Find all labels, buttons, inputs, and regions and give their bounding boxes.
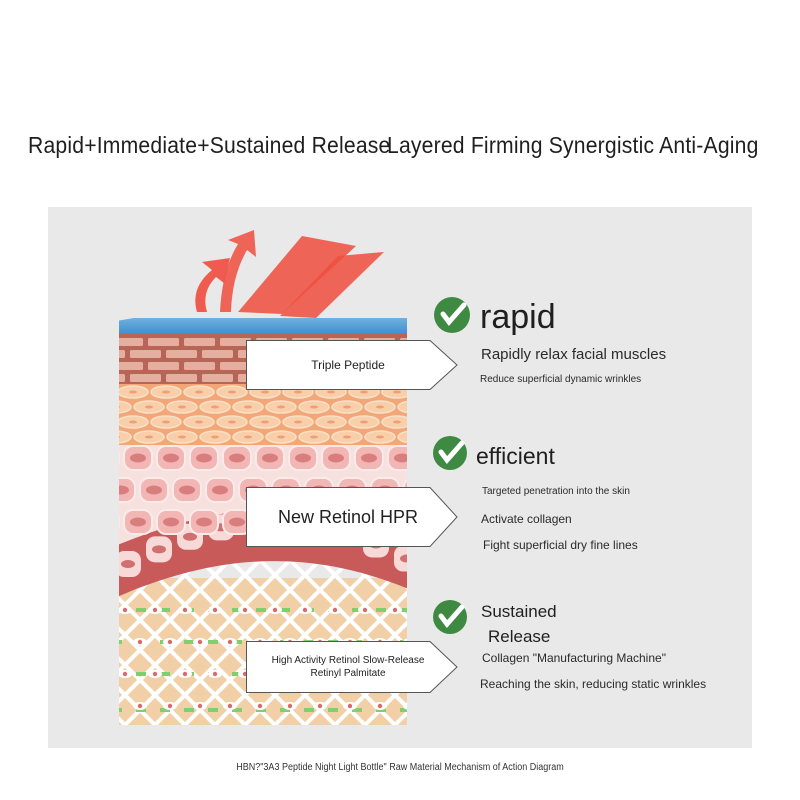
rapid-line2: Reduce superficial dynamic wrinkles — [480, 374, 642, 385]
rapid-line1: Rapidly relax facial muscles — [481, 346, 667, 363]
callout-middle-label: New Retinol HPR — [277, 506, 419, 527]
efficient-title: efficient — [476, 443, 555, 469]
diagram-caption: HBN?"3A3 Peptide Night Light Bottle" Raw… — [236, 762, 564, 773]
rapid-title: rapid — [480, 298, 556, 336]
callout-bottom-label: High Activity Retinol Slow-Release Retin… — [271, 654, 425, 680]
headline-right: Layered Firming Synergistic Anti-Aging — [387, 132, 759, 158]
callout-top-label: Triple Peptide — [311, 357, 385, 372]
hydration-film — [119, 318, 407, 334]
headline-left: Rapid+Immediate+Sustained Release — [28, 132, 391, 158]
sustained-line2: Reaching the skin, reducing static wrink… — [480, 677, 707, 691]
efficient-line2: Activate collagen — [481, 512, 572, 526]
sustained-line1: Collagen "Manufacturing Machine" — [482, 651, 666, 665]
check-icon-sustained — [433, 600, 467, 634]
check-icon-efficient — [433, 436, 467, 470]
efficient-line1: Targeted penetration into the skin — [482, 486, 630, 497]
release-arrows-icon — [195, 230, 384, 318]
callout-retinol-hpr: New Retinol HPR — [246, 487, 458, 547]
callout-triple-peptide: Triple Peptide — [246, 340, 458, 390]
callout-retinyl-palmitate: High Activity Retinol Slow-Release Retin… — [246, 641, 458, 693]
sustained-title-line2: Release — [488, 627, 551, 646]
efficient-line3: Fight superficial dry fine lines — [483, 538, 638, 552]
check-icon-rapid — [434, 297, 470, 333]
sustained-title-line1: Sustained — [481, 602, 557, 621]
